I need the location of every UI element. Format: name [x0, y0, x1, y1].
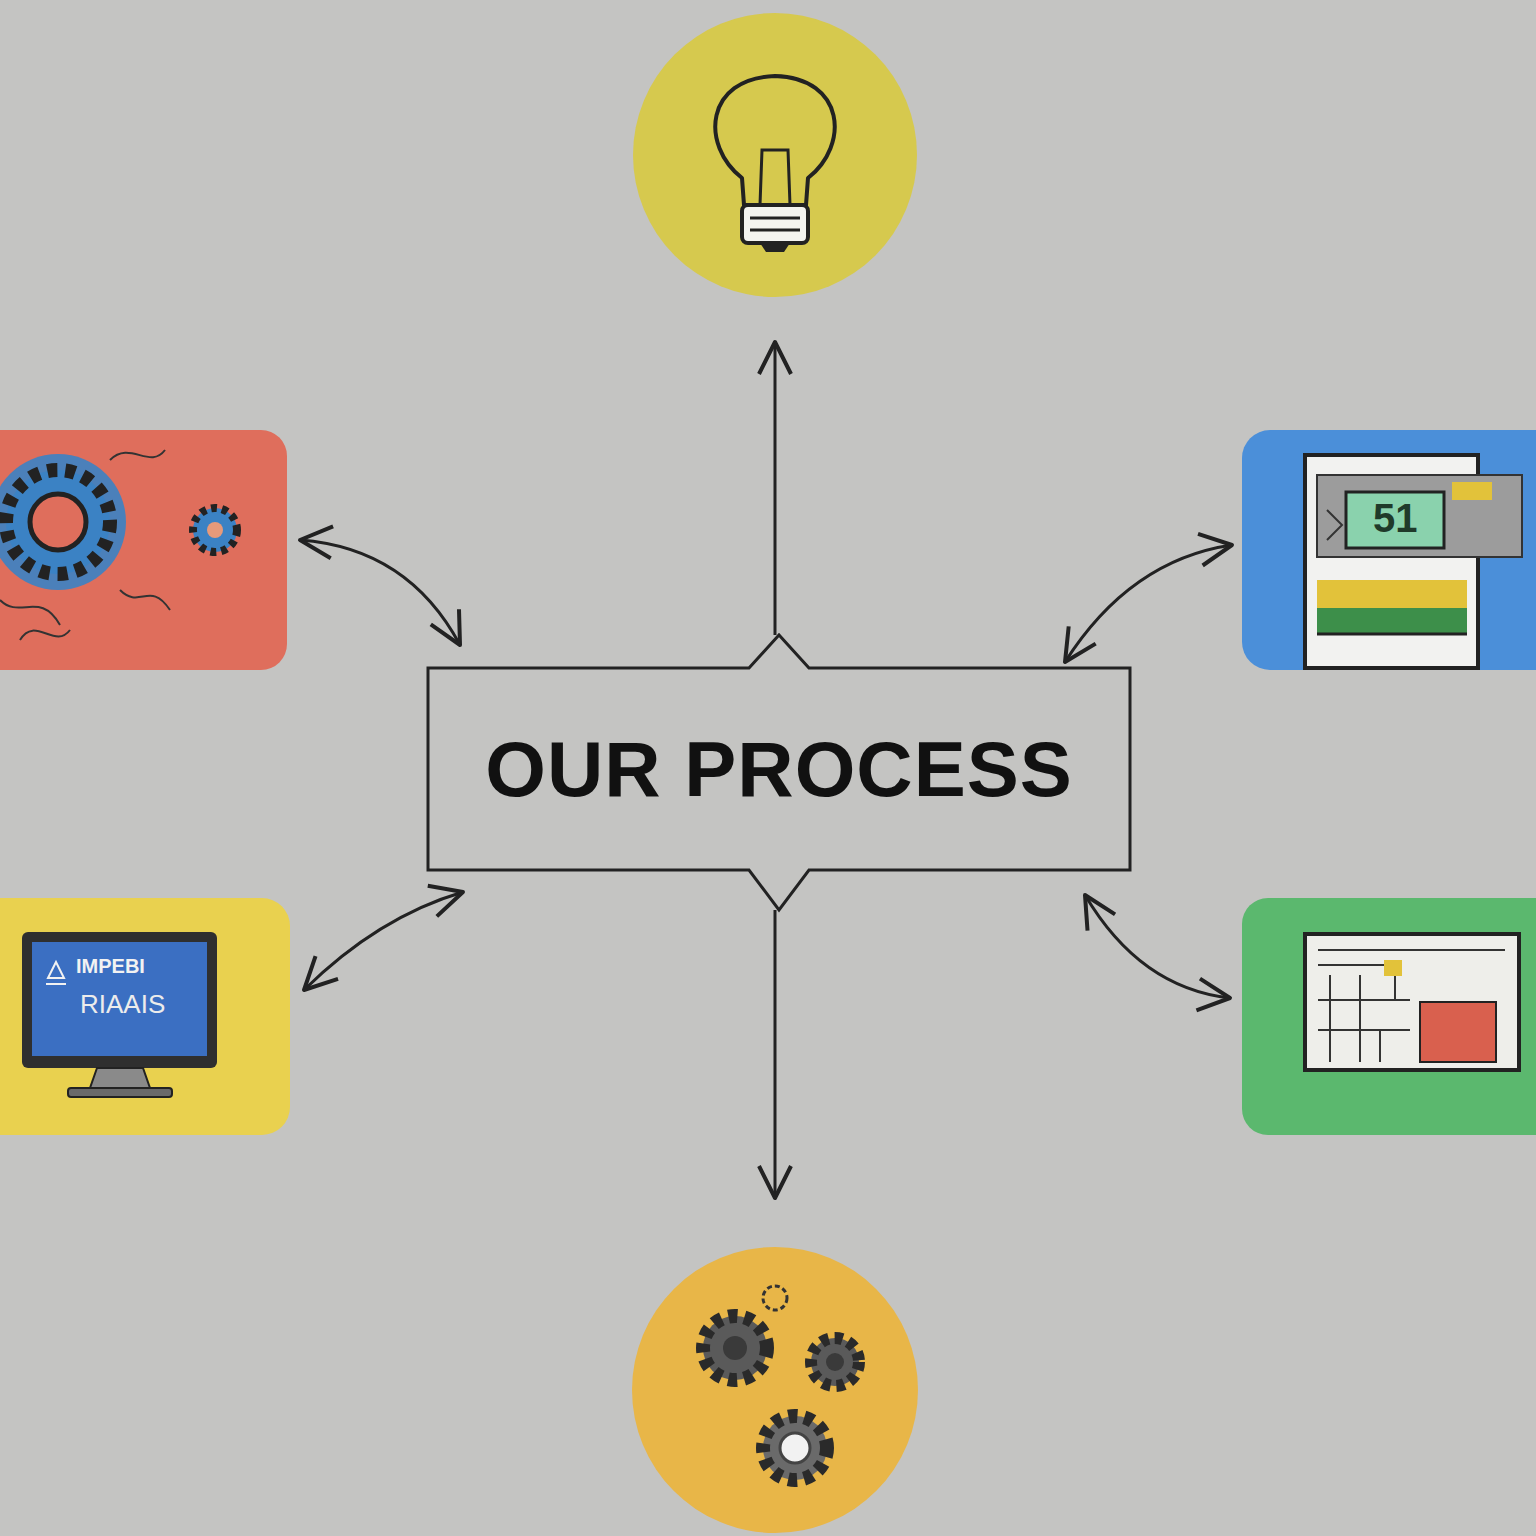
monitor-tile: IMPEBI RIAAIS — [0, 898, 290, 1135]
money-tile: 51 — [1242, 430, 1536, 670]
gears-icon — [632, 1247, 918, 1533]
lightbulb-icon — [633, 13, 917, 297]
splatter-gear-tile — [0, 430, 287, 670]
money-tile-art — [1242, 430, 1536, 670]
screen-text: IMPEBI — [76, 954, 290, 978]
process-box: OUR PROCESS — [428, 668, 1130, 870]
connector-arrow — [1065, 545, 1232, 662]
process-title: OUR PROCESS — [485, 724, 1072, 814]
layout-arrows — [300, 342, 1230, 1198]
process-box-border — [428, 635, 1130, 910]
note-value: 51 — [1373, 494, 1536, 542]
floorplan-tile — [1242, 898, 1536, 1135]
connector-arrow — [304, 892, 463, 990]
screen-text: RIAAIS — [80, 988, 290, 1020]
